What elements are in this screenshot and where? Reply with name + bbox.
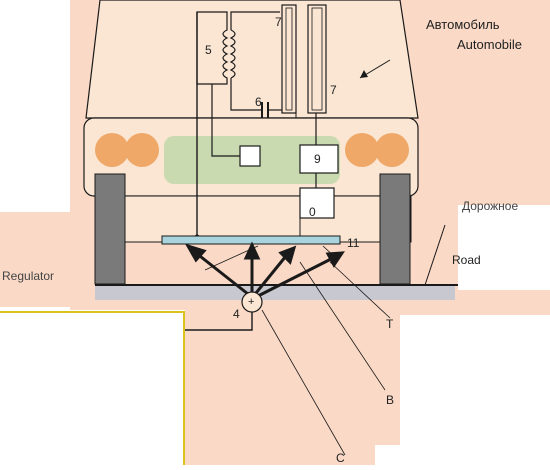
car-bumper [94, 195, 412, 243]
headlight-right-1 [345, 133, 379, 167]
pointer-bottom [261, 309, 346, 456]
arrow-4 [257, 256, 334, 298]
automobile-label-en: Automobile [457, 37, 523, 52]
plate-7-left [281, 4, 297, 114]
arrowhead-1 [184, 243, 207, 263]
white-panel-right-bottom [400, 315, 550, 465]
plate-7-right-inner [311, 7, 323, 111]
sensor-square [239, 145, 261, 167]
wire-coil-bottom [230, 78, 262, 111]
plate-7-right [307, 4, 327, 114]
label-right-top-cut: Дорожное [462, 199, 519, 213]
pointer-b [299, 261, 386, 391]
label-right-t-cut: Т [386, 317, 394, 331]
coil-5 [196, 11, 229, 85]
wheel-left [94, 173, 126, 285]
block-0 [299, 187, 335, 219]
coil-5-secondary [229, 29, 236, 79]
label-part-6: 6 [255, 95, 262, 109]
road-pointer [424, 224, 446, 286]
road-surface [95, 284, 455, 300]
wire-coil-top [230, 11, 280, 30]
label-part-7b: 7 [330, 83, 337, 97]
arrows-group [184, 241, 345, 298]
yellow-box-border [0, 311, 185, 465]
wire-source-out [185, 312, 253, 331]
wire-to-sensor [211, 84, 240, 157]
label-plus-sign: + [248, 296, 255, 308]
automobile-label-box [418, 10, 543, 62]
headlight-right-2 [375, 133, 409, 167]
label-part-11: 11 [347, 236, 360, 250]
plate-7-left-inner [285, 7, 293, 111]
arrowhead-2 [243, 241, 261, 260]
white-panel-left [0, 310, 185, 465]
headlight-left-2 [125, 133, 159, 167]
label-part-9: 9 [314, 152, 321, 166]
plate-11 [161, 235, 341, 245]
arrow-3 [254, 255, 288, 294]
pointer-t [329, 261, 391, 319]
car-cabin [85, 0, 419, 119]
arrowhead-3 [278, 245, 297, 265]
pointer-automobile-head [360, 70, 368, 78]
arrow-1 [195, 251, 249, 296]
headlight-left-1 [95, 133, 129, 167]
label-right-b-cut: В [386, 393, 395, 407]
left-label-box [0, 212, 95, 307]
white-panel-right-top [458, 205, 550, 290]
wheel-right [379, 173, 411, 285]
automobile-label-ru: Автомобиль [426, 17, 500, 32]
block-9 [299, 144, 339, 174]
label-part-7a: 7 [275, 15, 282, 29]
label-left-cut: Regulator [2, 269, 55, 283]
arrowhead-4 [325, 251, 345, 268]
label-part-0: 0 [309, 205, 316, 219]
white-panel-bottom-cut [375, 445, 415, 465]
pointer-left [204, 245, 259, 271]
label-part-4: 4 [233, 307, 240, 321]
label-right-mid-cut: Road [452, 253, 481, 267]
label-part-5: 5 [205, 43, 212, 57]
label-bottom-cut: С [336, 451, 345, 465]
